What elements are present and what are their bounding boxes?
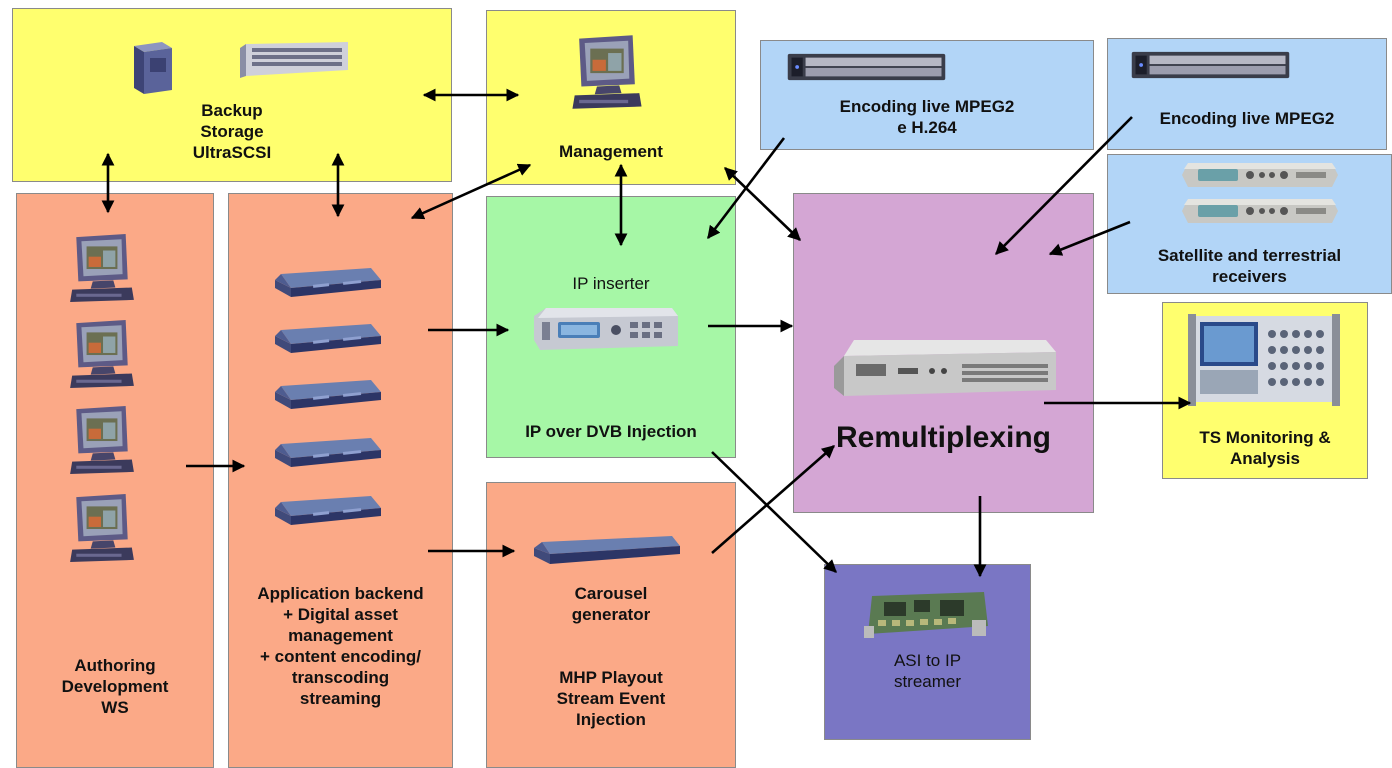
remultiplexing-label: Remultiplexing bbox=[835, 421, 1052, 454]
mhp-playout-label: MHP Playout Stream Event Injection bbox=[556, 668, 666, 729]
receivers-label: Satellite and terrestrial receivers bbox=[1157, 246, 1342, 286]
app-backend-label: Application backend + Digital asset mana… bbox=[257, 584, 424, 708]
monitor-icon bbox=[66, 404, 138, 476]
ts-monitoring-label: TS Monitoring & Analysis bbox=[1199, 428, 1331, 468]
ip-inserter-icon bbox=[534, 308, 678, 350]
rack-unit-icon bbox=[784, 52, 949, 82]
analyzer-icon bbox=[1188, 314, 1340, 406]
authoring-label: Authoring Development WS bbox=[61, 656, 169, 717]
storage-tower-icon bbox=[134, 42, 172, 94]
monitor-icon bbox=[66, 492, 138, 564]
asi-streamer-box bbox=[824, 564, 1031, 740]
asi-streamer-label: ASI to IP streamer bbox=[893, 651, 962, 691]
arrow-management-remux bbox=[724, 167, 801, 241]
remux-unit-icon bbox=[834, 340, 1056, 396]
pci-card-icon bbox=[864, 592, 988, 638]
backup-storage-label: Backup Storage UltraSCSI bbox=[192, 101, 272, 162]
monitor-icon bbox=[66, 318, 138, 390]
monitor-icon bbox=[66, 232, 138, 304]
server-1u-icon bbox=[272, 264, 384, 300]
backup-storage-box bbox=[12, 8, 452, 182]
storage-array-icon bbox=[240, 42, 348, 78]
rack-unit-icon bbox=[1128, 50, 1293, 80]
encoding-1-label: Encoding live MPEG2 e H.264 bbox=[839, 97, 1015, 137]
server-1u-icon bbox=[272, 376, 384, 412]
monitor-icon bbox=[568, 22, 646, 122]
management-label: Management bbox=[559, 142, 663, 161]
server-1u-icon bbox=[272, 320, 384, 356]
server-1u-icon bbox=[272, 434, 384, 470]
carousel-label: Carousel generator bbox=[571, 584, 651, 624]
receiver-icon bbox=[1180, 160, 1340, 190]
carousel-box bbox=[486, 482, 736, 768]
server-1u-icon bbox=[272, 492, 384, 528]
receiver-icon bbox=[1180, 196, 1340, 226]
ip-inserter-title: IP inserter bbox=[572, 274, 650, 293]
encoding-2-label: Encoding live MPEG2 bbox=[1159, 109, 1335, 128]
ip-over-dvb-label: IP over DVB Injection bbox=[525, 422, 697, 441]
server-1u-icon bbox=[534, 536, 680, 564]
